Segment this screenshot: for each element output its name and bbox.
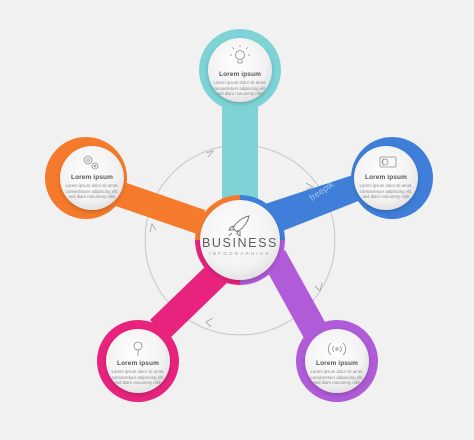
node-bottom-left [97, 320, 179, 402]
node-right [351, 137, 433, 219]
arm-left [104, 178, 205, 234]
node-title: Lorem ipsum [117, 360, 159, 367]
lightbulb-icon [230, 45, 250, 64]
node-left-text: Lorem ipsum Lorem ipsum dolor sit amet, … [42, 174, 142, 200]
hub-subtitle: INFOGRAPHICS [209, 251, 271, 256]
arm-right [262, 170, 376, 236]
arms [104, 88, 376, 340]
arm-bottom-right [262, 250, 325, 340]
node-top-text: Lorem ipsum Lorem ipsum dolor sit amet, … [190, 71, 290, 97]
node-description: Lorem ipsum dolor sit amet, consectetuer… [359, 183, 413, 200]
node-title: Lorem ipsum [219, 71, 261, 78]
magnifier-icon [133, 341, 143, 356]
node-bottom-right [296, 320, 378, 402]
arrow-icon [205, 317, 214, 328]
arm-bottom-left [150, 262, 232, 340]
node-bottom-left-text: Lorem ipsum Lorem ipsum dolor sit amet, … [88, 360, 188, 386]
node-bottom-right-text: Lorem ipsum Lorem ipsum dolor sit amet, … [287, 360, 387, 386]
arrow-icon [149, 222, 157, 233]
node-description: Lorem ipsum dolor sit amet, consectetuer… [310, 369, 364, 386]
node-description: Lorem ipsum dolor sit amet, consectetuer… [213, 80, 267, 97]
node-title: Lorem ipsum [365, 174, 407, 181]
node-left [45, 137, 127, 219]
node-right-text: Lorem ipsum Lorem ipsum dolor sit amet, … [336, 174, 436, 200]
hub-title: BUSINESS [201, 236, 278, 250]
rocket-icon [228, 215, 250, 237]
signal-icon [327, 342, 347, 356]
arrow-icon [305, 182, 315, 191]
node-description: Lorem ipsum dolor sit amet, consectetuer… [65, 183, 119, 200]
node-title: Lorem ipsum [71, 174, 113, 181]
arrow-icon [205, 150, 215, 158]
money-icon [379, 156, 397, 168]
gears-icon [83, 155, 99, 170]
node-top [199, 29, 281, 111]
hub-text: BUSINESS INFOGRAPHICS [198, 236, 282, 256]
node-title: Lorem ipsum [316, 360, 358, 367]
hub [195, 195, 285, 285]
arrow-icon [314, 282, 323, 292]
arm-top [222, 88, 258, 205]
node-description: Lorem ipsum dolor sit amet, consectetuer… [111, 369, 165, 386]
